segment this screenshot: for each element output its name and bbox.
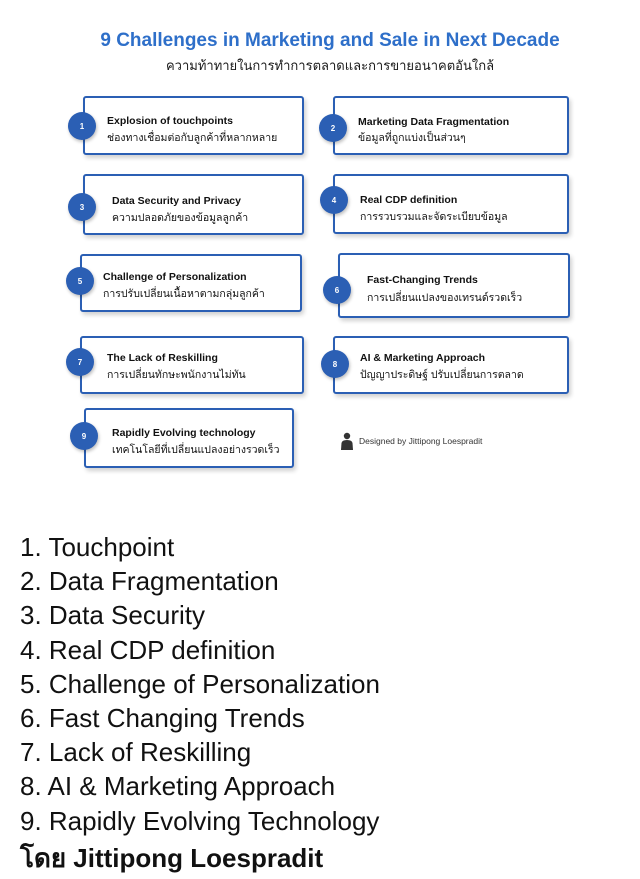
challenge-subtitle: การเปลี่ยนทักษะพนักงานไม่ทัน xyxy=(107,369,246,381)
challenge-title: Rapidly Evolving technology xyxy=(112,427,256,439)
challenge-title: Challenge of Personalization xyxy=(103,271,247,283)
challenge-title: Marketing Data Fragmentation xyxy=(358,116,510,128)
challenge-subtitle: ช่องทางเชื่อมต่อกับลูกค้าที่หลากหลาย xyxy=(107,132,278,144)
list-item: 3. Data Security xyxy=(20,600,205,631)
challenge-card-4: Real CDP definition การรวบรวมและจัดระเบี… xyxy=(333,174,569,234)
designer-credit-text: Designed by Jittipong Loespradit xyxy=(359,436,483,446)
number-badge-6: 6 xyxy=(323,276,351,304)
number-badge-2: 2 xyxy=(319,114,347,142)
challenge-title: Real CDP definition xyxy=(360,194,458,206)
challenge-title: Explosion of touchpoints xyxy=(107,115,233,127)
number-badge-8: 8 xyxy=(321,350,349,378)
list-item: 6. Fast Changing Trends xyxy=(20,703,305,734)
number-badge-3: 3 xyxy=(68,193,96,221)
challenge-subtitle: การปรับเปลี่ยนเนื้อหาตามกลุ่มลูกค้า xyxy=(103,288,265,300)
challenge-subtitle: ข้อมูลที่ถูกแบ่งเป็นส่วนๆ xyxy=(358,132,466,144)
challenge-title: Fast-Changing Trends xyxy=(367,274,478,286)
number-badge-4: 4 xyxy=(320,186,348,214)
challenge-subtitle: เทคโนโลยีที่เปลี่ยนแปลงอย่างรวดเร็ว xyxy=(112,444,280,456)
challenge-subtitle: การรวบรวมและจัดระเบียบข้อมูล xyxy=(360,211,508,223)
challenge-card-1: Explosion of touchpoints ช่องทางเชื่อมต่… xyxy=(83,96,304,155)
challenge-card-3: Data Security and Privacy ความปลอดภัยของ… xyxy=(83,174,304,235)
challenge-card-2: Marketing Data Fragmentation ข้อมูลที่ถู… xyxy=(333,96,569,155)
infographic-title: 9 Challenges in Marketing and Sale in Ne… xyxy=(100,30,560,51)
number-badge-7: 7 xyxy=(66,348,94,376)
challenge-summary-list: 1. Touchpoint 2. Data Fragmentation 3. D… xyxy=(20,530,380,838)
challenge-card-9: Rapidly Evolving technology เทคโนโลยีที่… xyxy=(84,408,294,468)
list-item: 1. Touchpoint xyxy=(20,532,175,562)
challenge-subtitle: ความปลอดภัยของข้อมูลลูกค้า xyxy=(112,212,249,224)
challenge-card-5: Challenge of Personalization การปรับเปลี… xyxy=(80,254,302,312)
number-badge-9: 9 xyxy=(70,422,98,450)
challenge-subtitle: ปัญญาประดิษฐ์ ปรับเปลี่ยนการตลาด xyxy=(360,369,524,381)
challenge-subtitle: การเปลี่ยนแปลงของเทรนด์รวดเร็ว xyxy=(367,292,523,304)
author-line: โดย Jittipong Loespradit xyxy=(20,843,324,873)
challenge-card-7: The Lack of Reskilling การเปลี่ยนทักษะพน… xyxy=(80,336,304,394)
list-item: 8. AI & Marketing Approach xyxy=(20,771,336,802)
list-item: 2. Data Fragmentation xyxy=(20,566,279,597)
list-item: 7. Lack of Reskilling xyxy=(20,737,252,768)
challenge-title: Data Security and Privacy xyxy=(112,195,241,207)
number-badge-5: 5 xyxy=(66,267,94,295)
challenge-title: AI & Marketing Approach xyxy=(360,352,486,364)
list-item: 9. Rapidly Evolving Technology xyxy=(20,805,380,836)
list-item: 5. Challenge of Personalization xyxy=(20,668,380,699)
challenge-title: The Lack of Reskilling xyxy=(107,352,218,364)
challenge-card-8: AI & Marketing Approach ปัญญาประดิษฐ์ ปร… xyxy=(333,336,569,394)
list-item: 4. Real CDP definition xyxy=(20,634,276,665)
challenge-card-6: Fast-Changing Trends การเปลี่ยนแปลงของเท… xyxy=(338,253,570,318)
designer-credit: Designed by Jittipong Loespradit xyxy=(340,432,482,450)
infographic-subtitle: ความท้าทายในการทำการตลาดและการขายอนาคตอั… xyxy=(165,58,495,73)
number-badge-1: 1 xyxy=(68,112,96,140)
person-icon xyxy=(341,432,353,450)
